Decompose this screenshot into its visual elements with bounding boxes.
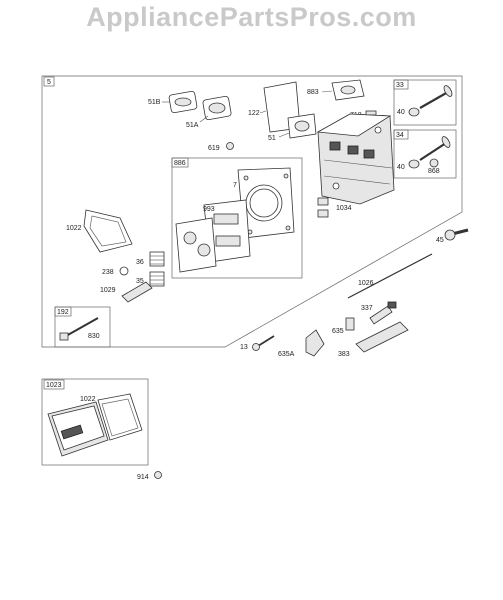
label-40a: 40 [397,109,405,116]
label-635: 635 [332,328,344,335]
washer-238[interactable] [119,266,129,276]
label-868: 868 [428,168,440,175]
cover-assembly-1023 [41,378,149,466]
label-36: 36 [136,259,144,266]
label-337: 337 [361,305,373,312]
breather-635[interactable] [345,317,355,331]
spark-plug-337[interactable] [369,301,397,325]
label-1022a: 1022 [66,225,82,232]
valve-cover-1023[interactable] [47,401,109,457]
assembly-frame-5 [41,75,463,348]
label-635a: 635A [278,351,295,358]
valve-34[interactable] [408,135,452,169]
cover-gasket-1022b[interactable] [97,393,143,441]
label-34: 34 [396,132,404,139]
label-122: 122 [248,110,260,117]
gasket-set-886 [171,157,303,279]
kit-box-192 [54,306,111,348]
label-993: 993 [203,206,215,213]
gasket-993[interactable] [203,199,251,263]
rocker-45[interactable] [444,228,469,241]
bolt-13[interactable] [252,335,275,351]
tube-383[interactable] [355,321,409,353]
screw-914[interactable] [154,471,162,479]
label-box-5 [43,76,55,87]
label-1034: 1034 [336,205,352,212]
head-gasket-7[interactable] [237,167,295,239]
label-1029: 1029 [100,287,116,294]
pushrod-1026[interactable] [347,253,433,299]
label-35: 35 [136,278,144,285]
label-914: 914 [137,474,149,481]
spring-36[interactable] [149,251,165,267]
fitting-1034-b[interactable] [317,209,329,218]
label-238: 238 [102,269,114,276]
label-1023: 1023 [46,382,62,389]
label-5: 5 [47,79,51,86]
label-830: 830 [88,333,100,340]
label-51b: 51B [148,99,161,106]
label-1022b: 1022 [80,396,96,403]
label-45: 45 [436,237,444,244]
label-886: 886 [174,160,186,167]
label-51: 51 [268,135,276,142]
label-40b: 40 [397,164,405,171]
label-883: 883 [307,89,319,96]
label-619: 619 [208,145,220,152]
stud-830[interactable] [59,317,99,341]
gasket-51b-port [174,97,192,107]
watermark: AppliancePartsPros.com [86,2,417,32]
label-1026: 1026 [358,280,374,287]
label-192: 192 [57,309,69,316]
fitting-1034-a[interactable] [317,197,329,206]
elbow-635a[interactable] [305,329,325,357]
pin-718[interactable] [365,110,377,116]
kit-box-33 [393,79,457,126]
rocker-arm-1029[interactable] [121,281,153,303]
label-51a: 51A [186,122,199,129]
label-33: 33 [396,82,404,89]
valve-cover-gasket-886[interactable] [175,217,217,273]
label-383: 383 [338,351,350,358]
bolt-619[interactable] [226,142,234,150]
label-13: 13 [240,344,248,351]
cover-gasket-1022[interactable] [83,209,133,253]
cylinder-head[interactable] [316,113,395,205]
spring-35[interactable] [149,271,165,287]
label-7: 7 [233,182,237,189]
valve-33[interactable] [408,84,454,117]
kit-box-34 [393,129,457,179]
